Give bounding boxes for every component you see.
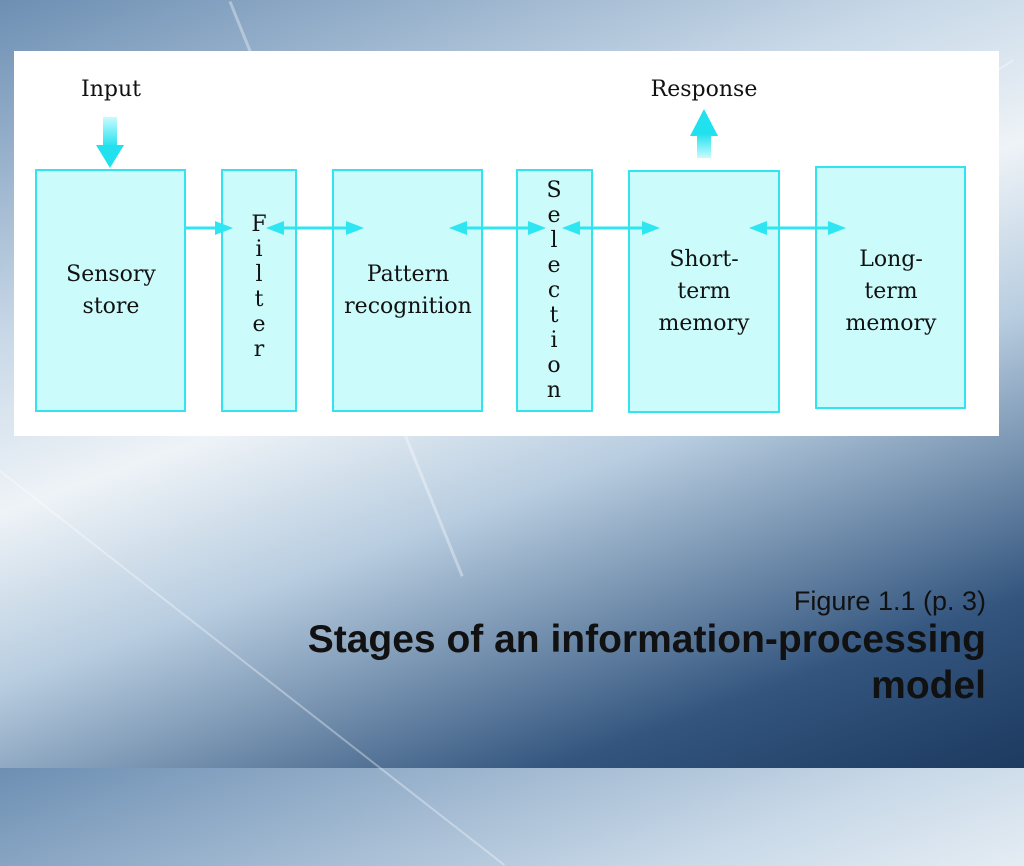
input-label: Input [81,77,141,102]
response-label: Response [651,77,758,102]
short-term-memory-label-line2: term [677,279,730,304]
long-term-memory-label-line1: Long- [859,247,923,272]
selection-letter: i [550,328,557,353]
selection-letter: e [547,203,560,228]
sensory-store-label-line2: store [83,294,140,319]
input-arrow-icon [96,117,124,168]
selection-letter: l [550,228,557,253]
diagram-panel: Input Response [14,51,999,436]
arrow-head [449,221,467,235]
selection-box [516,169,593,412]
filter-letter: i [255,237,262,262]
filter-box [221,169,297,412]
short-term-memory-box [628,170,780,413]
slide-title-line2: model [871,664,986,707]
connector-arrows [185,221,846,235]
filter-letter: F [251,212,266,237]
arrow-head [642,221,660,235]
selection-letter: o [547,353,560,378]
selection-letter: e [547,253,560,278]
pattern-recognition-label-line2: recognition [344,294,472,319]
long-term-memory-label-line2: term [864,279,917,304]
long-term-memory-label-line3: memory [846,311,938,336]
arrow-head [266,221,284,235]
short-term-memory-label-line3: memory [659,311,751,336]
information-processing-diagram: Input Response [35,77,966,413]
slide-title-line1: Stages of an information-processing [307,618,986,661]
selection-letter: n [547,378,561,403]
sensory-store-label-line1: Sensory [66,262,156,287]
response-arrow-icon [690,109,718,158]
selection-letter: t [550,303,559,328]
slide-caption: Figure 1.1 (p. 3) Stages of an informati… [308,585,986,709]
selection-letter: S [546,178,561,203]
short-term-memory-label-line1: Short- [669,247,738,272]
pattern-recognition-box [332,169,483,412]
arrow-head [528,221,546,235]
selection-letter: c [548,278,560,303]
filter-letter: e [252,312,265,337]
arrow-head [215,221,233,235]
arrow-head [749,221,767,235]
arrow-head [828,221,846,235]
arrow-head [562,221,580,235]
long-term-memory-box [815,166,966,409]
sensory-store-box [35,169,186,412]
pattern-recognition-label-line1: Pattern [367,262,449,287]
filter-letter: r [254,337,265,362]
filter-letter: t [255,287,264,312]
figure-reference: Figure 1.1 (p. 3) [793,586,986,616]
filter-letter: l [255,262,262,287]
arrow-head [346,221,364,235]
